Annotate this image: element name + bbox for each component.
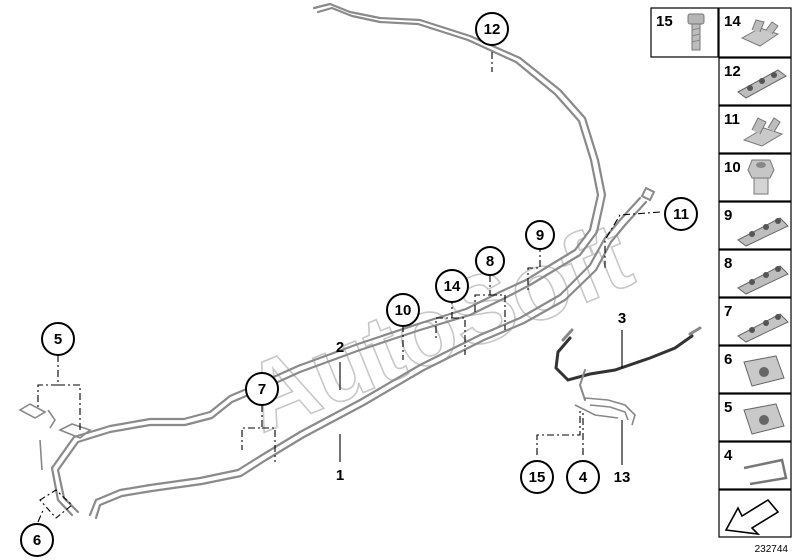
bolt-icon bbox=[687, 13, 705, 51]
label-2: 2 bbox=[336, 339, 344, 356]
part-cell-5-number: 5 bbox=[724, 399, 732, 416]
leader-lines bbox=[37, 52, 661, 523]
callout-6: 6 bbox=[20, 523, 54, 557]
callout-8: 8 bbox=[475, 246, 505, 276]
callout-11: 11 bbox=[664, 197, 698, 231]
part-cell-12-number: 12 bbox=[724, 63, 741, 80]
label-leaders bbox=[339, 330, 623, 465]
callout-6-label: 6 bbox=[33, 532, 41, 549]
callout-10: 10 bbox=[386, 293, 420, 327]
pipe-holder-icon bbox=[737, 69, 787, 99]
pipe-fitting-end bbox=[640, 186, 656, 202]
callout-14: 14 bbox=[435, 269, 469, 303]
spring-clip-icon bbox=[743, 458, 788, 486]
brake-pipe-long bbox=[50, 2, 607, 517]
callout-5-label: 5 bbox=[54, 331, 62, 348]
label-13: 13 bbox=[614, 469, 631, 486]
nut-icon bbox=[747, 159, 775, 195]
pipe-clamp-icon bbox=[743, 355, 785, 387]
pipe-holder-icon bbox=[737, 265, 789, 295]
callout-12: 12 bbox=[475, 12, 509, 46]
part-cell-10-number: 10 bbox=[724, 159, 741, 176]
pipe-holder-icon bbox=[737, 217, 789, 247]
brake-hose bbox=[554, 326, 702, 401]
part-cell-14-number: 14 bbox=[724, 13, 741, 30]
part-cell-8-number: 8 bbox=[724, 255, 732, 272]
label-3: 3 bbox=[618, 310, 626, 327]
pipe-holder-icon bbox=[737, 313, 789, 343]
parts-panel: 15 14 12 11 10 9 bbox=[650, 7, 792, 538]
part-cell-9-number: 9 bbox=[724, 207, 732, 224]
pipe-clamp-icon bbox=[743, 403, 785, 435]
part-cell-15 bbox=[650, 7, 719, 58]
callout-15-label: 15 bbox=[529, 469, 546, 486]
callout-10-label: 10 bbox=[395, 302, 412, 319]
callout-14-label: 14 bbox=[444, 278, 461, 295]
callout-9-label: 9 bbox=[536, 227, 544, 244]
arrow-icon bbox=[724, 498, 780, 536]
label-1: 1 bbox=[336, 467, 344, 484]
part-cell-6-number: 6 bbox=[724, 351, 732, 368]
callout-11-label: 11 bbox=[673, 206, 689, 223]
part-cell-12 bbox=[718, 57, 792, 106]
clips-left bbox=[18, 403, 92, 471]
clip-icon bbox=[742, 117, 784, 147]
callout-4-label: 4 bbox=[579, 469, 588, 486]
callout-7: 7 bbox=[245, 372, 279, 406]
callout-7-label: 7 bbox=[258, 381, 266, 398]
part-cell-7-number: 7 bbox=[724, 303, 732, 320]
callout-5: 5 bbox=[41, 322, 75, 356]
bracket bbox=[574, 397, 636, 426]
callout-4: 4 bbox=[566, 460, 600, 494]
drawing-id: 232744 bbox=[755, 544, 789, 555]
callout-9: 9 bbox=[525, 220, 555, 250]
callout-12-label: 12 bbox=[484, 21, 501, 38]
part-cell-15-number: 15 bbox=[656, 13, 673, 30]
brake-pipe-lower bbox=[88, 196, 648, 520]
part-cell-4-number: 4 bbox=[724, 447, 733, 464]
clip-icon bbox=[740, 19, 780, 47]
callout-8-label: 8 bbox=[486, 253, 494, 270]
part-cell-11-number: 11 bbox=[724, 111, 740, 128]
callout-15: 15 bbox=[520, 460, 554, 494]
